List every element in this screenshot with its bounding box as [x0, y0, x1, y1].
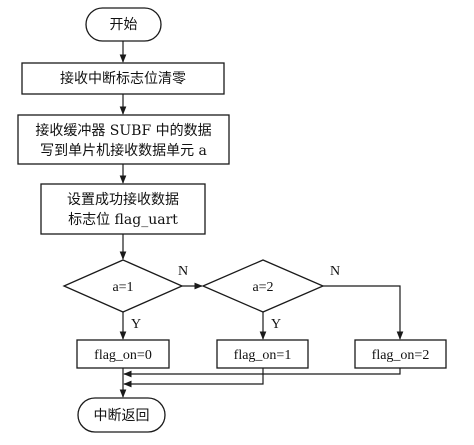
decision1-no-label: N [178, 264, 188, 279]
set-flag-label-line1: 设置成功接收数据 [67, 191, 179, 208]
copy-buffer-label-line1: 接收缓冲器 SUBF 中的数据 [35, 122, 211, 139]
decision2-no-label: N [330, 264, 340, 279]
connector-proc2-merge [123, 368, 264, 388]
decision2-yes-label: Y [271, 317, 281, 332]
copy-buffer-process: 接收缓冲器 SUBF 中的数据 写到单片机接收数据单元 a [17, 114, 230, 165]
end-terminator: 中断返回 [77, 397, 166, 433]
clear-flag-label: 接收中断标志位清零 [60, 70, 186, 87]
flag-on-2-label: flag_on=2 [372, 348, 430, 363]
flag-on-0-process: flag_on=0 [76, 339, 170, 369]
arrow-decision2-no [323, 285, 404, 340]
set-flag-process: 设置成功接收数据 标志位 flag_uart [40, 183, 206, 235]
connector-proc3-merge [123, 368, 401, 378]
decision-a-equals-2: a=2 [201, 259, 325, 313]
copy-buffer-label-line2: 写到单片机接收数据单元 a [40, 142, 207, 159]
clear-flag-process: 接收中断标志位清零 [21, 62, 225, 95]
decision1-label: a=1 [112, 280, 133, 295]
flag-on-0-label: flag_on=0 [94, 348, 152, 363]
flag-on-2-process: flag_on=2 [354, 339, 447, 369]
decision-a-equals-1: a=1 [62, 259, 184, 313]
decision1-yes-label: Y [131, 317, 141, 332]
flag-on-1-process: flag_on=1 [216, 339, 309, 369]
decision2-label: a=2 [252, 280, 273, 295]
start-terminator: 开始 [85, 7, 162, 42]
start-label: 开始 [110, 17, 138, 33]
set-flag-label-line2: 标志位 flag_uart [68, 212, 178, 228]
end-label: 中断返回 [94, 408, 150, 424]
flag-on-1-label: flag_on=1 [234, 348, 292, 363]
